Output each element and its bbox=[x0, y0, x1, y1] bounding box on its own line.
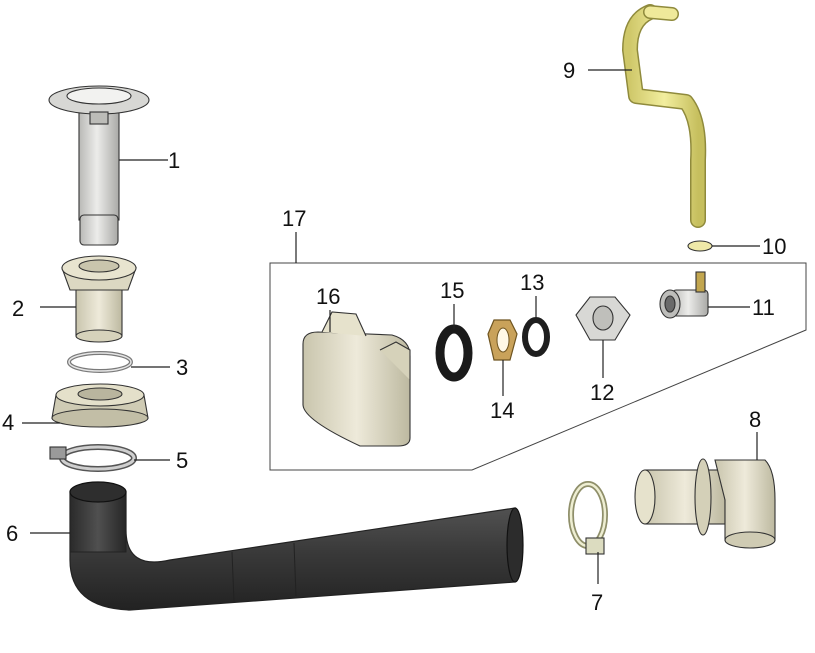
callout-10: 10 bbox=[762, 234, 786, 259]
callout-4: 4 bbox=[2, 410, 14, 435]
callout-3: 3 bbox=[176, 355, 188, 380]
part-7-clamp bbox=[568, 481, 608, 555]
part-8-elbow bbox=[634, 458, 776, 549]
callout-11: 11 bbox=[752, 295, 775, 320]
leader-lines bbox=[22, 69, 760, 584]
part-6-hose bbox=[69, 481, 524, 611]
callout-9: 9 bbox=[563, 58, 575, 83]
callout-labels: 1 2 3 4 5 6 7 8 9 10 11 12 13 14 15 16 1… bbox=[2, 58, 786, 615]
part-10-small-connector bbox=[687, 240, 713, 252]
part-14-brass-nut bbox=[487, 319, 518, 361]
part-16-housing bbox=[302, 311, 411, 447]
part-3-o-ring bbox=[67, 351, 133, 373]
part-1-strainer bbox=[48, 85, 150, 246]
part-9-yellow-pipe bbox=[622, 4, 707, 228]
callout-6: 6 bbox=[6, 521, 18, 546]
callout-16: 16 bbox=[316, 284, 340, 309]
part-4-nut bbox=[51, 383, 149, 428]
callout-14: 14 bbox=[490, 398, 514, 423]
part-13-gasket bbox=[522, 317, 550, 357]
group-17-outline bbox=[269, 262, 807, 471]
callout-1: 1 bbox=[168, 148, 180, 173]
callout-5: 5 bbox=[176, 448, 188, 473]
part-11-connector bbox=[659, 271, 709, 319]
part-2-threaded-body bbox=[61, 255, 137, 343]
callout-12: 12 bbox=[590, 380, 614, 405]
callout-8: 8 bbox=[749, 407, 761, 432]
part-5-hose-clamp bbox=[49, 444, 137, 472]
callout-15: 15 bbox=[440, 278, 464, 303]
callout-7: 7 bbox=[591, 590, 603, 615]
part-12-hex-nut bbox=[575, 296, 631, 341]
callout-17: 17 bbox=[282, 206, 306, 231]
callout-13: 13 bbox=[520, 270, 544, 295]
part-15-gasket bbox=[435, 324, 473, 382]
callout-2: 2 bbox=[12, 296, 24, 321]
